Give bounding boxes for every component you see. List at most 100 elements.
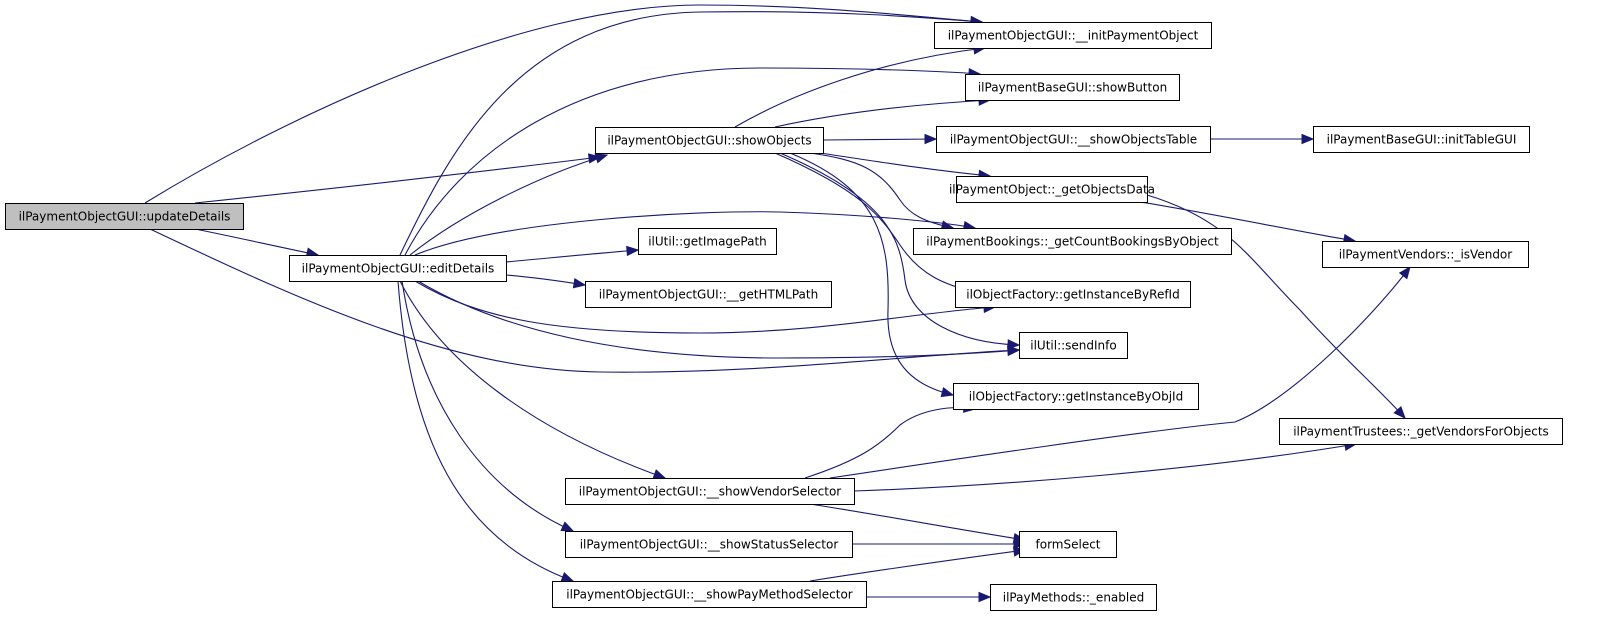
node-label: formSelect [1036, 538, 1101, 552]
node-box[interactable] [953, 383, 1199, 410]
edge-arrowhead [560, 572, 575, 582]
edge-showVendorSelector-to-isVendor [829, 265, 1411, 479]
node-getHTMLPath[interactable]: ilPaymentObjectGUI::__getHTMLPath [585, 281, 832, 308]
edge-editDetails-to-showStatusSelector [401, 280, 575, 532]
node-showStatusSelector[interactable]: ilPaymentObjectGUI::__showStatusSelector [565, 531, 853, 558]
node-label: ilObjectFactory::getInstanceByObjId [969, 390, 1183, 404]
node-label: ilPaymentObjectGUI::__getHTMLPath [599, 288, 818, 302]
node-label: ilPaymentObjectGUI::__showStatusSelector [580, 538, 839, 552]
node-box[interactable] [936, 126, 1211, 153]
edge-showObjects-to-initPaymentObject [734, 44, 987, 128]
edge-line [505, 249, 639, 263]
node-showVendorSelector[interactable]: ilPaymentObjectGUI::__showVendorSelector [565, 478, 855, 505]
edge-line [809, 549, 1026, 582]
node-box[interactable] [595, 127, 824, 154]
node-editDetails[interactable]: ilPaymentObjectGUI::editDetails [289, 255, 507, 282]
node-sendInfo[interactable]: ilUtil::sendInfo [1019, 332, 1128, 359]
edge-showObjects-to-showObjectsTable [822, 133, 938, 145]
node-label: ilPaymentObjectGUI::__initPaymentObject [948, 29, 1199, 43]
node-label: ilPaymentObjectGUI::editDetails [302, 262, 495, 276]
node-box[interactable] [638, 228, 777, 255]
node-label: ilPaymentVendors::_isVendor [1339, 248, 1513, 262]
node-box[interactable] [990, 584, 1157, 611]
edge-line [194, 156, 601, 204]
node-box[interactable] [965, 74, 1180, 101]
edge-editDetails-to-showPayMethodSelector [397, 280, 575, 582]
edges-layer [144, 4, 1411, 603]
node-box[interactable] [913, 228, 1232, 255]
edge-arrowhead [1007, 339, 1021, 350]
node-initTableGUI[interactable]: ilPaymentBaseGUI::initTableGUI [1313, 126, 1530, 153]
node-showObjectsTable[interactable]: ilPaymentObjectGUI::__showObjectsTable [936, 126, 1211, 153]
node-box[interactable] [956, 176, 1148, 203]
edge-showObjects-to-getObjectsData [819, 152, 992, 181]
edge-getObjectsData-to-getVendorsForObjects [1146, 194, 1406, 419]
node-box[interactable] [552, 581, 867, 608]
node-getImagePath[interactable]: ilUtil::getImagePath [638, 228, 777, 255]
edge-editDetails-to-showObjects [409, 153, 609, 256]
edge-line [505, 274, 586, 286]
node-box[interactable] [955, 281, 1191, 308]
nodes-layer: ilPaymentObjectGUI::updateDetailsilPayme… [5, 22, 1563, 611]
edge-updateDetails-to-editDetails [194, 228, 320, 258]
edge-arrowhead [594, 153, 609, 164]
edge-editDetails-to-getHTMLPath [505, 274, 587, 289]
edge-line [779, 152, 1020, 346]
edge-line [1139, 201, 1356, 242]
edge-line [804, 407, 976, 479]
edge-showPayMethodSelector-to-payMethodsEnabled [865, 591, 992, 603]
node-box[interactable] [5, 203, 244, 230]
node-box[interactable] [1279, 418, 1563, 445]
node-getInstanceByObjId[interactable]: ilObjectFactory::getInstanceByObjId [953, 383, 1199, 410]
edge-line [853, 443, 1357, 492]
node-label: ilPaymentObject::_getObjectsData [949, 183, 1155, 197]
node-box[interactable] [1322, 241, 1529, 268]
node-initPaymentObject[interactable]: ilPaymentObjectGUI::__initPaymentObject [934, 22, 1212, 49]
edge-arrowhead [652, 469, 667, 480]
edge-line [789, 152, 954, 396]
node-box[interactable] [1313, 126, 1530, 153]
edge-line [414, 280, 996, 334]
edge-line [399, 280, 666, 479]
edge-line [822, 138, 937, 141]
edge-line [734, 47, 986, 128]
edge-arrowhead [587, 153, 602, 164]
node-box[interactable] [934, 22, 1212, 49]
node-box[interactable] [1019, 332, 1128, 359]
edge-line [194, 228, 319, 256]
edge-showVendorSelector-to-getVendorsForObjects [853, 440, 1358, 492]
node-box[interactable] [289, 255, 507, 282]
node-box[interactable] [1019, 531, 1117, 558]
node-getVendorsForObjects[interactable]: ilPaymentTrustees::_getVendorsForObjects [1279, 418, 1563, 445]
node-label: ilPaymentObjectGUI::updateDetails [19, 210, 231, 224]
node-getInstanceByRefId[interactable]: ilObjectFactory::getInstanceByRefId [955, 281, 1191, 308]
edge-editDetails-to-getImagePath [505, 245, 640, 263]
edge-line [829, 266, 1411, 479]
node-box[interactable] [585, 281, 832, 308]
node-box[interactable] [565, 531, 853, 558]
edge-line [404, 67, 981, 256]
edge-line [774, 99, 991, 128]
node-box[interactable] [565, 478, 855, 505]
node-formSelect[interactable]: formSelect [1019, 531, 1117, 558]
node-isVendor[interactable]: ilPaymentVendors::_isVendor [1322, 241, 1529, 268]
node-showButton[interactable]: ilPaymentBaseGUI::showButton [965, 74, 1180, 101]
node-showPayMethodSelector[interactable]: ilPaymentObjectGUI::__showPayMethodSelec… [552, 581, 867, 608]
edge-line [401, 280, 574, 532]
edge-arrowhead [560, 521, 575, 532]
node-getCountBookings[interactable]: ilPaymentBookings::_getCountBookingsByOb… [913, 228, 1232, 255]
edge-arrowhead [1007, 345, 1021, 357]
node-payMethodsEnabled[interactable]: ilPayMethods::_enabled [990, 584, 1157, 611]
edge-updateDetails-to-initPaymentObject [144, 4, 984, 204]
edge-showVendorSelector-to-getInstanceByObjId [804, 402, 977, 479]
edge-line [809, 503, 1026, 541]
edge-editDetails-to-showVendorSelector [399, 280, 667, 480]
node-getObjectsData[interactable]: ilPaymentObject::_getObjectsData [949, 176, 1155, 203]
edge-line [809, 152, 954, 229]
edge-line [1146, 194, 1406, 419]
node-updateDetails[interactable]: ilPaymentObjectGUI::updateDetails [5, 203, 244, 230]
node-showObjects[interactable]: ilPaymentObjectGUI::showObjects [595, 127, 824, 154]
edge-line [399, 11, 983, 256]
node-label: ilPaymentObjectGUI::__showPayMethodSelec… [566, 588, 853, 602]
edge-showStatusSelector-to-formSelect [852, 538, 1027, 550]
